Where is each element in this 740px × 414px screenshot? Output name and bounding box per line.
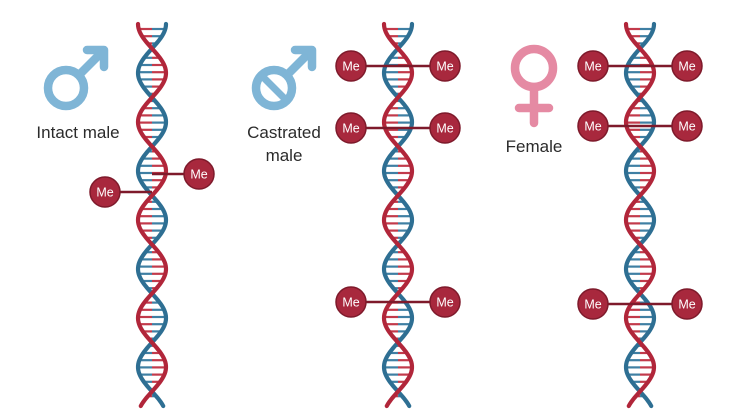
- methyl-label: Me: [190, 168, 207, 182]
- methyl-label: Me: [436, 296, 453, 310]
- methyl-label: Me: [678, 120, 695, 134]
- methyl-label: Me: [584, 60, 601, 74]
- methyl-group-marker: [335, 50, 367, 82]
- methyl-group-marker: [429, 50, 461, 82]
- methyl-group-marker: [671, 110, 703, 142]
- label-castrated-line-1: Castrated: [247, 123, 321, 142]
- dna-helix-female: [623, 21, 657, 409]
- dna-helix-intact-male: [135, 21, 169, 409]
- methyl-label: Me: [584, 298, 601, 312]
- methyl-group-marker: [671, 288, 703, 320]
- dna-strand-red: [381, 21, 415, 409]
- methyl-group-marker: [577, 110, 609, 142]
- methyl-group-marker: [335, 286, 367, 318]
- methyl-group-marker: [577, 288, 609, 320]
- methyl-group-marker: [429, 112, 461, 144]
- methyl-label: Me: [436, 122, 453, 136]
- label-female: Female: [506, 137, 563, 156]
- methyl-label: Me: [342, 296, 359, 310]
- methyl-label: Me: [436, 60, 453, 74]
- label-intact-male: Intact male: [36, 123, 119, 142]
- methyl-label: Me: [584, 120, 601, 134]
- methyl-label: Me: [96, 186, 113, 200]
- methyl-label: Me: [678, 298, 695, 312]
- dna-strand-red: [135, 21, 169, 409]
- methyl-label: Me: [342, 122, 359, 136]
- methyl-group-marker: [577, 50, 609, 82]
- methyl-group-marker: [89, 176, 121, 208]
- methyl-label: Me: [678, 60, 695, 74]
- dna-helix-castrated-male: [381, 21, 415, 409]
- dna-strand-red: [623, 21, 657, 409]
- methyl-group-marker: [429, 286, 461, 318]
- methyl-label: Me: [342, 60, 359, 74]
- methyl-group-marker: [671, 50, 703, 82]
- castrated-male-icon: [251, 45, 317, 111]
- label-castrated-line-2: male: [266, 146, 303, 165]
- methyl-group-marker: [183, 158, 215, 190]
- male-icon: [43, 45, 109, 111]
- female-icon: [510, 44, 558, 128]
- methyl-group-marker: [335, 112, 367, 144]
